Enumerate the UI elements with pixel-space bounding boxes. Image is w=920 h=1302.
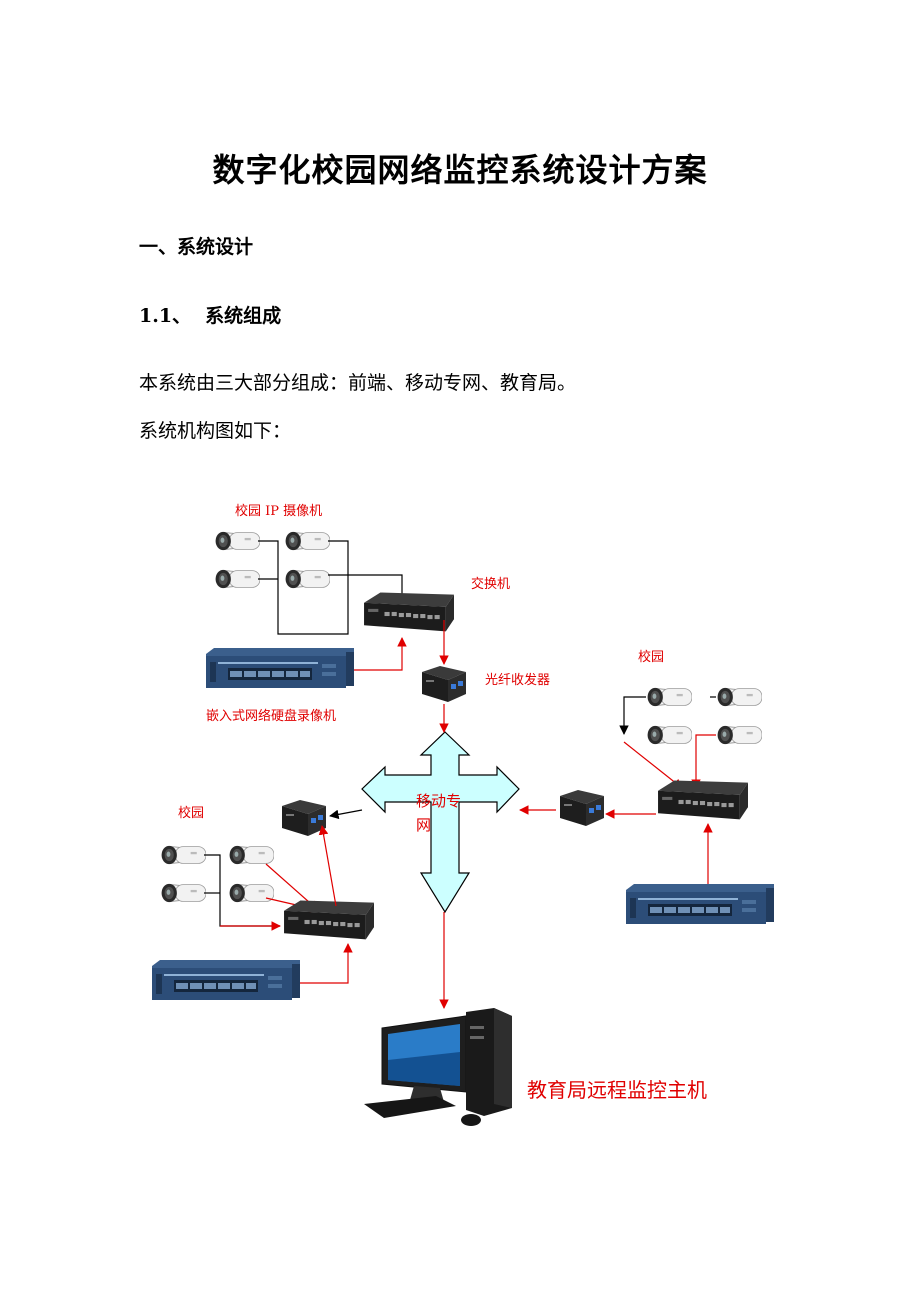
- camera-icon: [285, 531, 330, 551]
- host-label: 教育局远程监控主机: [527, 1078, 707, 1102]
- transceiver-icon: [422, 666, 466, 702]
- camera-icon: [717, 725, 762, 745]
- transceiver-label: 光纤收发器: [485, 673, 551, 688]
- camera-icon: [215, 569, 260, 589]
- camera-icon: [161, 883, 206, 903]
- transceiver-icon: [560, 790, 604, 826]
- right-campus-group: [519, 687, 774, 924]
- nvr-icon: [626, 884, 774, 924]
- switch-icon: [284, 900, 374, 940]
- network-label-line2: 网: [416, 816, 432, 834]
- cameras-label: 校园 IP 摄像机: [235, 504, 323, 519]
- subsection-heading: 1.1、系统组成: [139, 301, 281, 328]
- mobile-network-cross: [361, 731, 520, 914]
- network-label-line1: 移动专: [416, 792, 462, 810]
- section-heading: 一、系统设计: [139, 236, 254, 258]
- camera-icon: [229, 845, 274, 865]
- switch-icon: [364, 592, 454, 632]
- camera-icon: [717, 687, 762, 707]
- diagram-canvas: [152, 531, 774, 1126]
- body-paragraph: 本系统由三大部分组成：前端、移动专网、教育局。: [139, 372, 577, 394]
- top-campus-group: [206, 531, 466, 733]
- system-architecture-diagram: 校园 IP 摄像机 交换机 光纤收发器 嵌入式网络硬盘录像机 校园 校园 移动专…: [0, 480, 920, 1140]
- camera-icon: [229, 883, 274, 903]
- camera-icon: [215, 531, 260, 551]
- nvr-label: 嵌入式网络硬盘录像机: [206, 709, 337, 724]
- camera-icon: [161, 845, 206, 865]
- left-campus-group: [152, 800, 374, 1000]
- switch-icon: [658, 780, 748, 820]
- page-title: 数字化校园网络监控系统设计方案: [212, 151, 708, 189]
- nvr-icon: [152, 960, 300, 1000]
- subsection-number: 1.1、: [139, 305, 192, 327]
- camera-icon: [647, 687, 692, 707]
- monitoring-host-icon: [364, 1008, 512, 1126]
- transceiver-icon: [282, 800, 326, 836]
- campus-left-label: 校园: [178, 806, 205, 821]
- camera-icon: [647, 725, 692, 745]
- campus-right-label: 校园: [638, 650, 665, 665]
- subsection-title: 系统组成: [205, 305, 282, 327]
- camera-icon: [285, 569, 330, 589]
- nvr-icon: [206, 648, 354, 688]
- switch-label: 交换机: [471, 577, 511, 592]
- body-paragraph-figure-intro: 系统机构图如下：: [139, 420, 292, 442]
